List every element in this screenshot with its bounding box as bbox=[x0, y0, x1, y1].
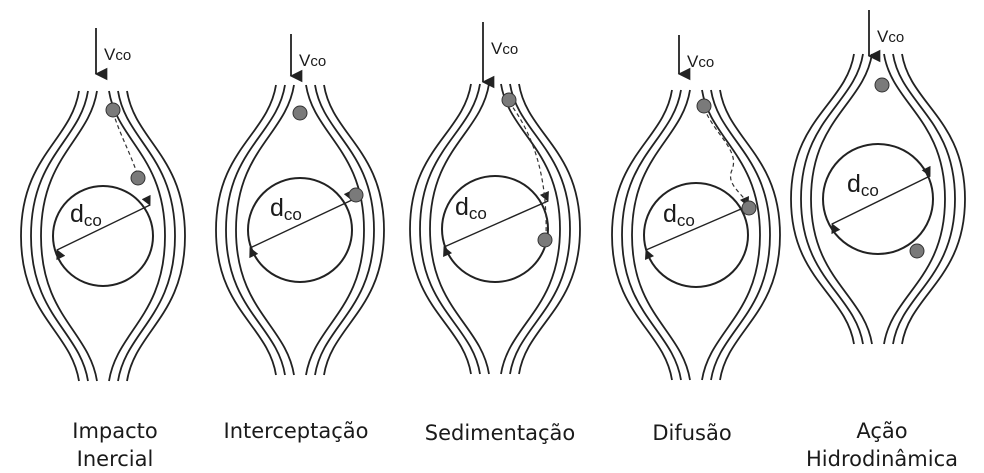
velocity-subscript: co bbox=[310, 53, 326, 70]
particle bbox=[697, 99, 711, 113]
particle bbox=[910, 244, 924, 258]
mechanism-label: Hidrodinâmica bbox=[806, 447, 958, 471]
particle bbox=[293, 106, 307, 120]
velocity-label: Vco bbox=[491, 39, 518, 58]
velocity-label: Vco bbox=[104, 45, 131, 64]
collector-circle bbox=[442, 176, 548, 282]
mechanism-label: Inercial bbox=[77, 447, 154, 471]
velocity-subscript: co bbox=[502, 41, 518, 58]
mechanism-label: Ação bbox=[856, 419, 907, 443]
diameter-subscript: co bbox=[861, 181, 879, 200]
collector-circle bbox=[644, 183, 748, 287]
velocity-symbol: V bbox=[104, 45, 116, 64]
collector-circle bbox=[248, 178, 352, 282]
velocity-subscript: co bbox=[698, 54, 714, 71]
particle bbox=[875, 78, 889, 92]
mechanism-label: Sedimentação bbox=[425, 421, 575, 445]
diameter-symbol: d bbox=[455, 193, 469, 221]
diameter-subscript: co bbox=[469, 204, 487, 223]
particle bbox=[538, 233, 552, 247]
diameter-symbol: d bbox=[270, 194, 284, 222]
velocity-label: Vco bbox=[877, 27, 904, 46]
diameter-subscript: co bbox=[84, 211, 102, 230]
velocity-subscript: co bbox=[888, 29, 904, 46]
diameter-subscript: co bbox=[284, 205, 302, 224]
particle bbox=[349, 188, 363, 202]
diameter-symbol: d bbox=[663, 200, 677, 228]
mechanism-label: Difusão bbox=[652, 421, 731, 445]
particle bbox=[131, 171, 145, 185]
velocity-symbol: V bbox=[299, 51, 311, 70]
particle bbox=[742, 201, 756, 215]
diameter-symbol: d bbox=[847, 170, 861, 198]
diameter-symbol: d bbox=[70, 200, 84, 228]
velocity-label: Vco bbox=[687, 52, 714, 71]
particle bbox=[106, 103, 120, 117]
velocity-symbol: V bbox=[491, 39, 503, 58]
mechanism-label: Interceptação bbox=[224, 419, 369, 443]
collector-circle bbox=[53, 186, 153, 286]
particle bbox=[502, 93, 516, 107]
diameter-subscript: co bbox=[677, 211, 695, 230]
velocity-label: Vco bbox=[299, 51, 326, 70]
mechanism-label: Impacto bbox=[72, 419, 157, 443]
velocity-symbol: V bbox=[877, 27, 889, 46]
velocity-symbol: V bbox=[687, 52, 699, 71]
velocity-subscript: co bbox=[115, 47, 131, 64]
